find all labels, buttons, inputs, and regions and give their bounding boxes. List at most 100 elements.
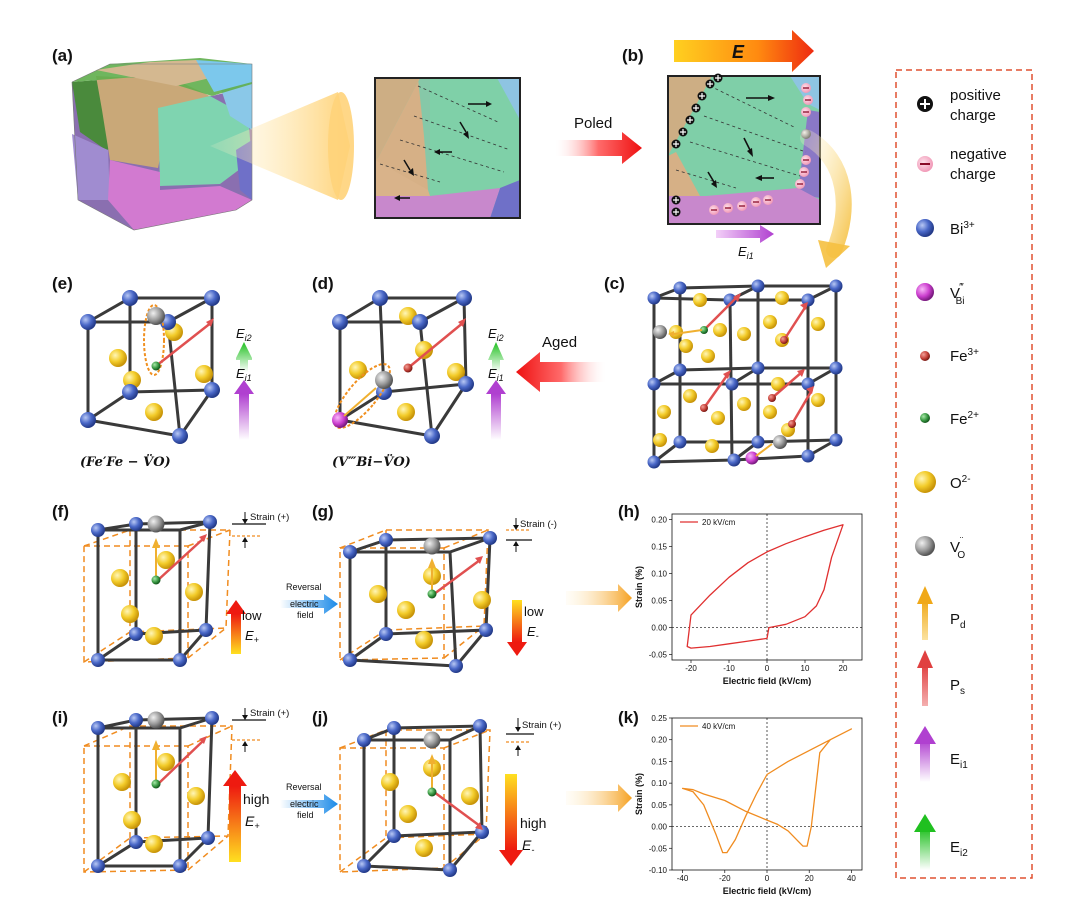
y-tick-label: -0.10 — [649, 866, 668, 875]
aged-label: Aged — [542, 334, 577, 351]
svg-text:Ei2: Ei2 — [236, 326, 252, 343]
field-E-label: E — [732, 42, 745, 62]
reversal-arrow-1: Reversal electric field — [280, 582, 338, 620]
negative-charges — [709, 83, 813, 215]
legend-label-vo: V¨O — [950, 536, 965, 561]
ps-arrow-icon — [917, 650, 933, 706]
legend-label-pd: Pd — [950, 611, 966, 631]
plus-icon — [917, 96, 933, 112]
grain-cube — [71, 58, 354, 231]
y-tick-label: 0.25 — [651, 714, 667, 723]
orange-arrow-h — [566, 584, 632, 612]
legend-label-ei2: Ei2 — [950, 839, 968, 859]
y-tick-label: 0.05 — [651, 801, 667, 810]
strain-indicator-g: Strain (-) — [506, 518, 557, 552]
strain-loop-line — [681, 728, 853, 854]
svg-text:Ei1: Ei1 — [236, 366, 252, 383]
panel-d-label: (d) — [312, 274, 334, 293]
ei1-arrow-icon — [914, 726, 936, 782]
strain-label-i: Strain (+) — [250, 708, 289, 719]
poled-label: Poled — [574, 115, 612, 132]
y-tick-label: -0.05 — [649, 651, 668, 660]
x-tick-label: 10 — [801, 664, 810, 673]
panel-i: (i) Strain (+) high E+ — [52, 708, 289, 873]
svg-text:field: field — [297, 810, 314, 820]
ei2-arrow-icon — [914, 814, 936, 870]
panel-j-label: (j) — [312, 708, 328, 727]
legend-label-bi: Bi3+ — [950, 220, 975, 238]
panel-i-label: (i) — [52, 708, 68, 727]
x-tick-label: 20 — [805, 874, 814, 883]
y-tick-label: -0.05 — [649, 844, 668, 853]
v-bi-atom-icon — [916, 283, 934, 301]
x-tick-label: -40 — [677, 874, 689, 883]
defect-cell-e — [80, 290, 220, 444]
x-axis-label: Electric field (kV/cm) — [723, 886, 812, 896]
y-tick-label: 0.05 — [651, 597, 667, 606]
x-tick-label: 40 — [847, 874, 856, 883]
bi-atom-icon — [916, 219, 934, 237]
strain-label-f: Strain (+) — [250, 512, 289, 523]
legend-label-positive-2: charge — [950, 107, 996, 124]
x-tick-label: -10 — [723, 664, 735, 673]
low-field-arrow-f: low E+ — [226, 600, 262, 654]
strain-loop-line — [686, 524, 844, 649]
y-tick-label: 0.20 — [651, 736, 667, 745]
legend-label-fe3: Fe3+ — [950, 347, 979, 365]
panel-c-label: (c) — [604, 274, 625, 293]
reversal-arrow-2: Reversal electric field — [280, 782, 338, 820]
panel-c: (c) — [604, 274, 843, 469]
panel-a-label: (a) — [52, 46, 73, 65]
legend-label-vbi: V‴Bi — [950, 282, 964, 307]
svg-text:low: low — [242, 608, 262, 623]
ei-arrows-d: Ei2 Ei1 — [486, 326, 506, 440]
x-tick-label: 20 — [839, 664, 848, 673]
panel-k-label: (k) — [618, 708, 639, 727]
aged-arrow: Aged — [516, 334, 606, 392]
pd-arrow-icon — [917, 586, 933, 640]
panel-b-label: (b) — [622, 46, 644, 65]
x-tick-label: -20 — [685, 664, 697, 673]
x-tick-label: 0 — [765, 874, 770, 883]
svg-text:electric: electric — [290, 599, 319, 609]
panel-a: (a) — [52, 46, 642, 231]
panel-e: (e) Ei2 — [52, 274, 254, 470]
panel-f: (f) Strain (+) low E+ — [52, 502, 289, 667]
ei-arrows-e: Ei2 Ei1 — [234, 326, 254, 440]
grain-zoom-square — [374, 77, 521, 219]
defect-label-d: (V‴Bi−V̈O) — [332, 454, 411, 470]
legend-label-o: O2- — [950, 474, 971, 492]
svg-text:E-: E- — [522, 837, 534, 855]
y-tick-label: 0.15 — [651, 757, 667, 766]
svg-text:E+: E+ — [245, 628, 259, 645]
legend-entry: 20 kV/cm — [702, 518, 736, 527]
legend-entry: 40 kV/cm — [702, 722, 736, 731]
ei1-label-b: Ei1 — [738, 244, 754, 261]
panel-g: (g) Strain (-) low E- — [312, 502, 557, 673]
legend-label-negative-1: negative — [950, 146, 1007, 163]
electric-field-arrow: E — [674, 30, 814, 72]
x-axis-label: Electric field (kV/cm) — [723, 676, 812, 686]
minus-icon — [917, 156, 933, 172]
defect-cell-d — [332, 290, 474, 444]
strain-label-g: Strain (-) — [520, 519, 557, 530]
vo-atom-icon — [915, 536, 935, 556]
strain-indicator-f: Strain (+) — [232, 512, 289, 548]
o-atom-icon — [914, 471, 936, 493]
panel-b: (b) E — [622, 30, 852, 268]
y-tick-label: 0.10 — [651, 569, 667, 578]
strain-indicator-j: Strain (+) — [506, 718, 561, 756]
high-field-arrow-j: high E- — [499, 774, 546, 866]
legend-label-positive-1: positive — [950, 87, 1001, 104]
panel-e-label: (e) — [52, 274, 73, 293]
poled-arrow: Poled — [555, 115, 642, 164]
panel-d: (d) — [312, 274, 506, 470]
panel-g-label: (g) — [312, 502, 334, 521]
fe2-atom-icon — [920, 413, 930, 423]
high-field-arrow-i: high E+ — [223, 770, 269, 862]
y-tick-label: 0.15 — [651, 542, 667, 551]
low-field-arrow-g: low E- — [507, 600, 544, 656]
